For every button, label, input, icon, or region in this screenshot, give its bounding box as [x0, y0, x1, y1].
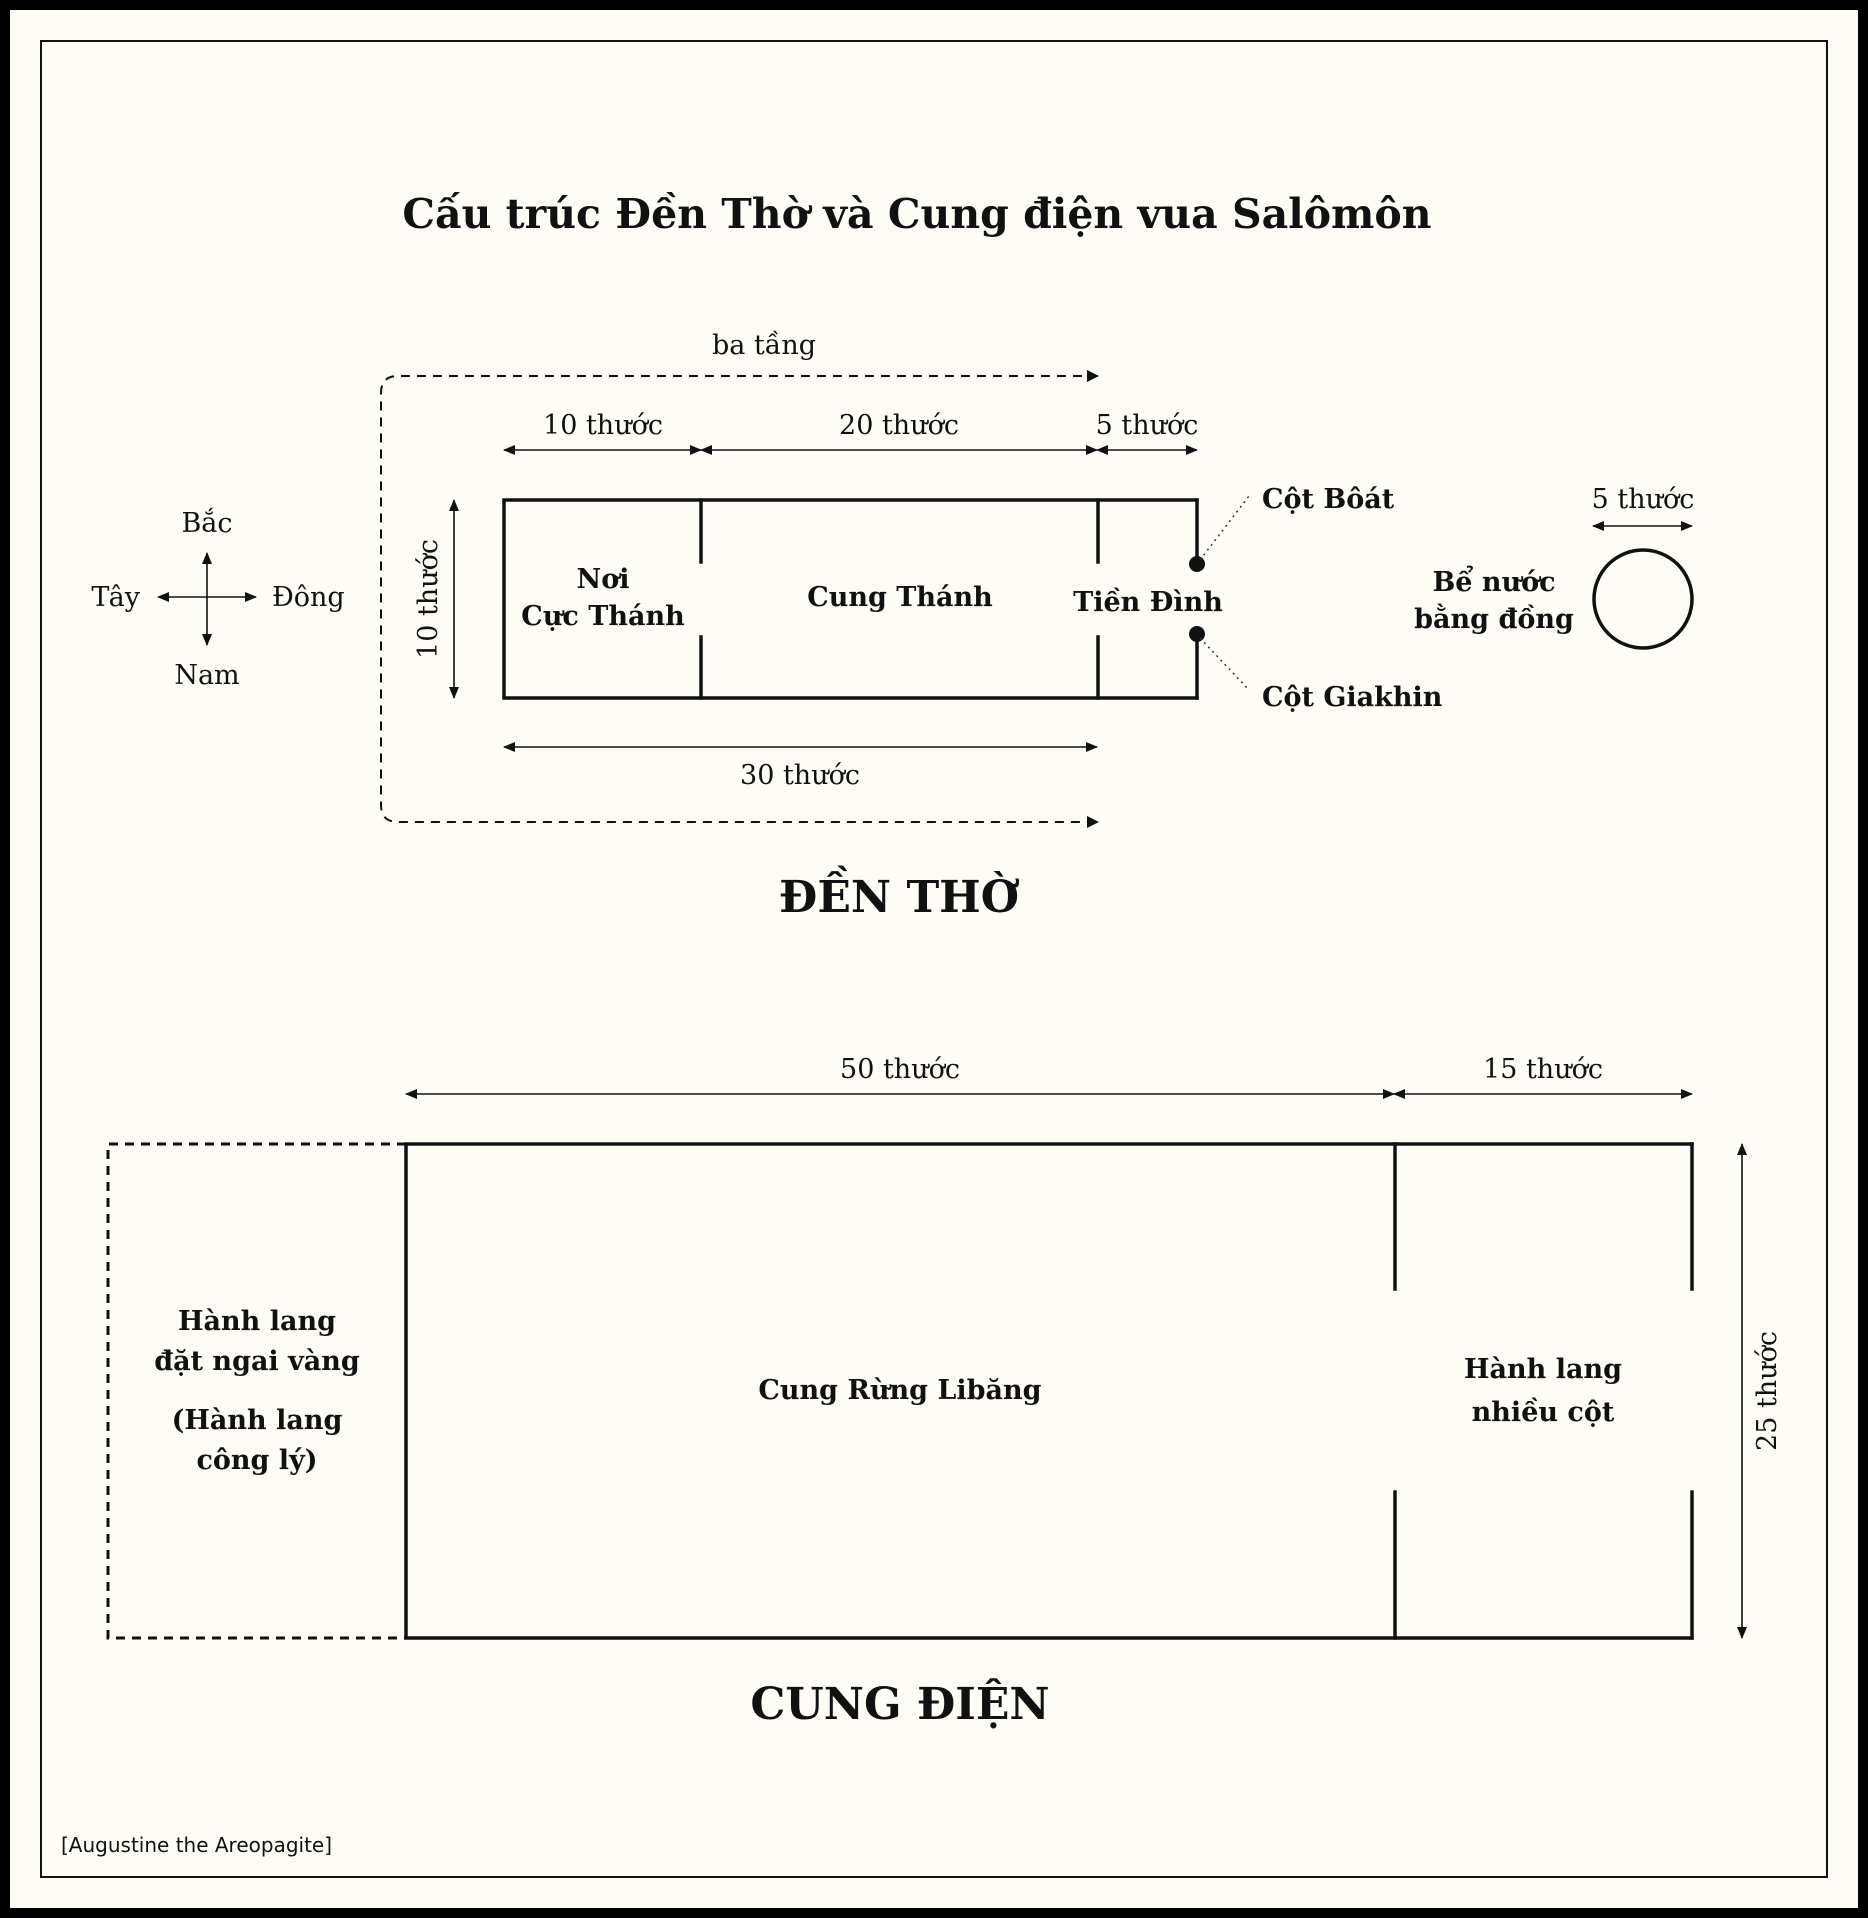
- palace-outer-wall: [404, 1142, 1694, 1640]
- colonnade-line1: Hành lang: [1464, 1354, 1622, 1385]
- compass-north-label: Bắc: [181, 507, 232, 539]
- credit-text: [Augustine the Areopagite]: [61, 1833, 332, 1857]
- page-background: [10, 10, 1858, 1908]
- dim-porch-label: 5 thước: [1096, 410, 1199, 441]
- inner-frame: [40, 40, 1828, 1878]
- bronze-sea-label-line1: Bể nước: [1432, 564, 1555, 598]
- temple-plan: ba tầng 10 thước 20 thước 5 thước 10 thư…: [380, 330, 1695, 923]
- room-holy-place: Cung Thánh: [807, 582, 993, 613]
- throne-hall-line4: công lý): [196, 1445, 317, 1476]
- dim-palace-width-label: 25 thước: [1752, 1331, 1783, 1451]
- bronze-sea-circle: [1592, 548, 1694, 650]
- dim-temple-width-label: 10 thước: [413, 539, 444, 659]
- page-title: Cấu trúc Đền Thờ và Cung điện vua Salômô…: [402, 190, 1431, 238]
- palace-plan: 50 thước 15 thước 25 thước Hành lang đặt…: [106, 1054, 1783, 1730]
- stories-bracket: [380, 375, 1098, 823]
- compass: Bắc Nam Tây Đông: [91, 507, 344, 691]
- dim-holy-place-label: 20 thước: [839, 410, 959, 441]
- room-holy-of-holies-line1: Nơi: [577, 564, 630, 595]
- temple-heading: ĐỀN THỜ: [779, 864, 1020, 923]
- room-holy-of-holies-line2: Cực Thánh: [521, 601, 685, 632]
- stories-arrow-bottom: [1087, 816, 1099, 828]
- palace-heading: CUNG ĐIỆN: [750, 1676, 1049, 1730]
- pillar-boaz-leader: [1199, 495, 1250, 561]
- compass-south-label: Nam: [174, 660, 239, 691]
- dim-holy-of-holies-label: 10 thước: [543, 410, 663, 441]
- bronze-sea-label-line2: bằng đồng: [1414, 602, 1574, 635]
- dim-colonnade-label: 15 thước: [1483, 1054, 1603, 1085]
- dim-forest-house-label: 50 thước: [840, 1054, 960, 1085]
- sea-dim-label: 5 thước: [1592, 484, 1695, 515]
- stories-arrow-top: [1087, 370, 1099, 382]
- stories-label: ba tầng: [712, 330, 816, 361]
- throne-hall-line3: (Hành lang: [172, 1405, 343, 1436]
- pillar-jachin-label: Cột Giakhin: [1262, 682, 1443, 713]
- temple-outer-wall: [502, 498, 1199, 700]
- dim-temple-length-label: 30 thước: [740, 760, 860, 791]
- throne-hall-line2: đặt ngai vàng: [154, 1346, 360, 1377]
- pillar-jachin: [1189, 626, 1205, 642]
- pillar-boaz: [1189, 556, 1205, 572]
- forest-house-label: Cung Rừng Libăng: [758, 1375, 1041, 1406]
- compass-west-label: Tây: [91, 582, 140, 613]
- room-porch: Tiền Đình: [1073, 586, 1223, 618]
- throne-hall-line1: Hành lang: [178, 1306, 336, 1337]
- compass-east-label: Đông: [272, 582, 345, 613]
- throne-hall-outline: [106, 1142, 406, 1640]
- colonnade-line2: nhiều cột: [1472, 1396, 1615, 1428]
- pillar-boaz-label: Cột Bôát: [1262, 484, 1395, 515]
